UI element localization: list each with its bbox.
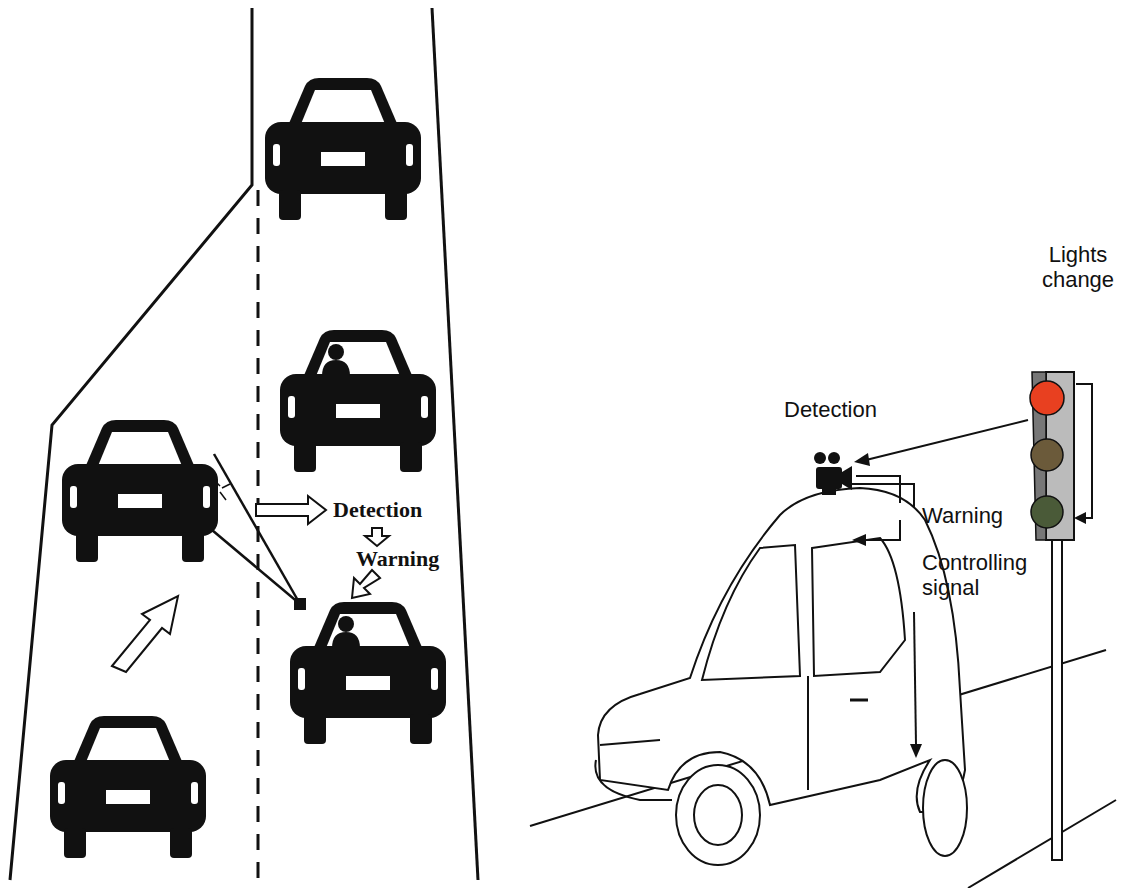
car: [50, 716, 206, 858]
road-lines: [10, 8, 478, 888]
car: [265, 78, 421, 220]
car-outline: [595, 488, 967, 865]
driver: [332, 616, 360, 648]
signal-arrows: [852, 384, 1092, 745]
controlling-signal-label: Controlling signal: [922, 550, 1022, 601]
warning-label: Warning: [922, 503, 1022, 528]
sensor: [294, 598, 306, 610]
arrowheads: [852, 453, 1086, 758]
camera: [814, 452, 852, 495]
car: [280, 330, 436, 472]
car: [290, 602, 446, 744]
traffic-light: [1030, 372, 1074, 860]
detection-label: Detection: [333, 497, 443, 522]
detection-label: Detection: [784, 397, 894, 422]
driver: [322, 344, 350, 376]
sensor-beam: [212, 454, 300, 604]
hollow-arrow: [112, 496, 389, 672]
lights-change-label: Lights change: [1038, 242, 1118, 293]
car: [62, 420, 218, 562]
warning-label: Warning: [356, 546, 456, 571]
